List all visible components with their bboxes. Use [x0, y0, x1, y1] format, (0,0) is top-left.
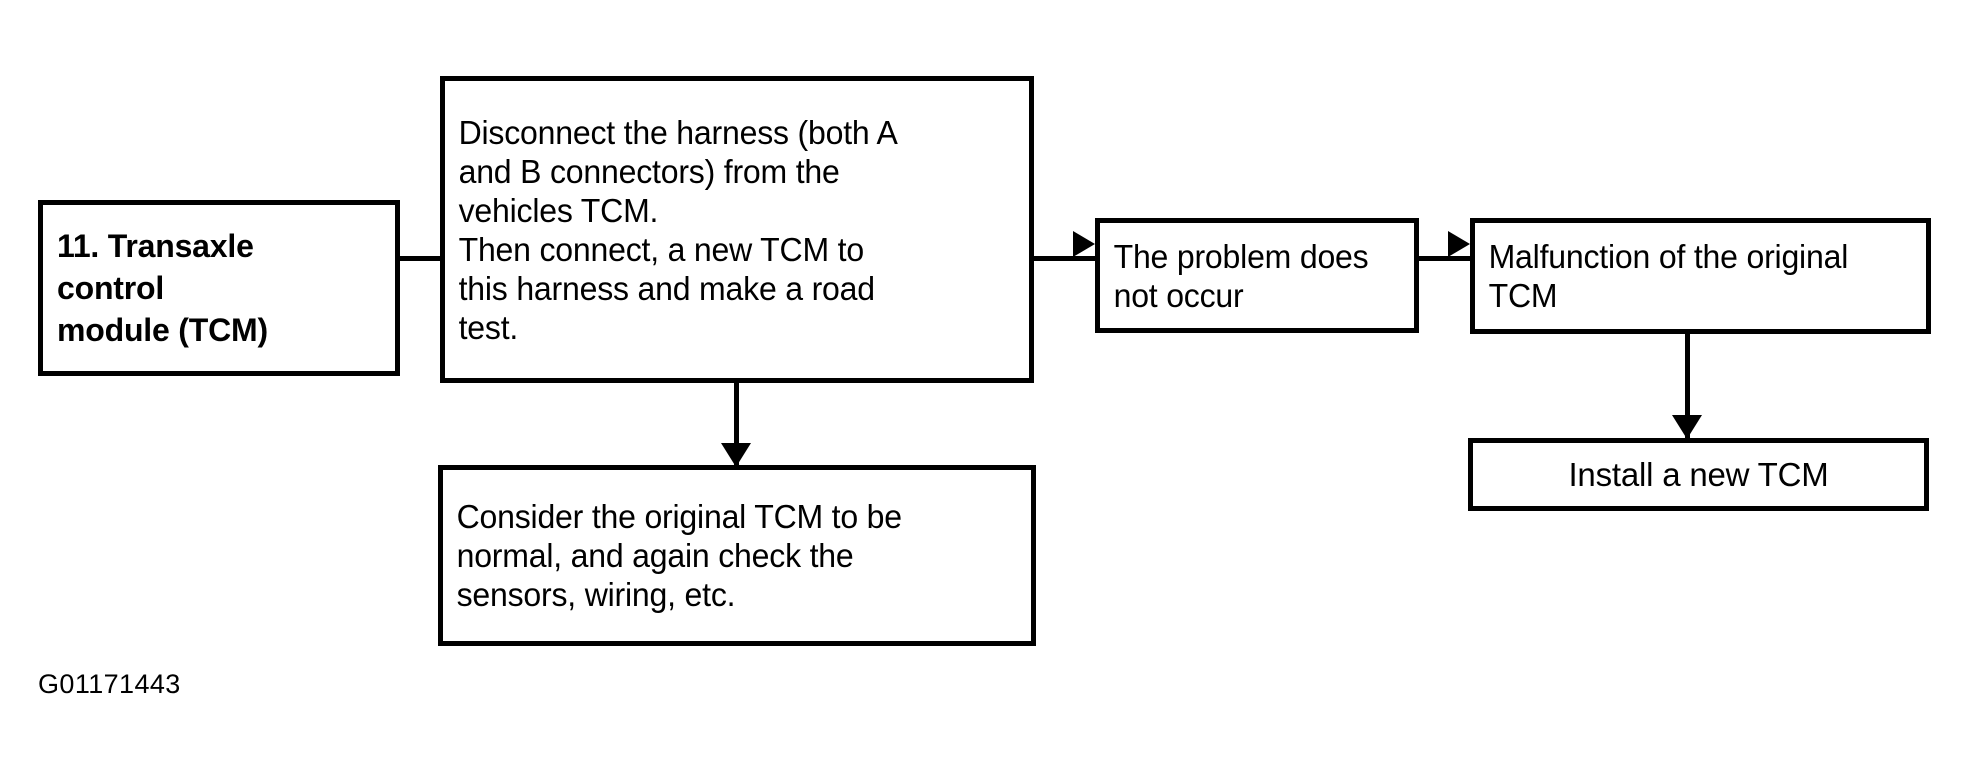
- node-consider-original-tcm-normal-label: Consider the original TCM to be normal, …: [456, 498, 903, 613]
- connector-malfunction-to-install: [1685, 331, 1690, 442]
- connector-disconnect-to-consider: [734, 380, 739, 470]
- node-malfunction-original-tcm-label: Malfunction of the original TCM: [1488, 238, 1849, 314]
- node-install-new-tcm: Install a new TCM: [1468, 438, 1929, 511]
- connector-problem-to-malfunction: [1416, 256, 1472, 261]
- arrowhead-down-icon: [721, 443, 751, 467]
- connector-disconnect-to-problem: [1031, 256, 1097, 261]
- node-problem-does-not-occur: The problem does not occur: [1095, 218, 1419, 333]
- node-disconnect-harness: Disconnect the harness (both A and B con…: [440, 76, 1034, 383]
- node-transaxle-control-module-label: 11. Transaxle control module (TCM): [57, 228, 268, 348]
- node-consider-original-tcm-normal: Consider the original TCM to be normal, …: [438, 465, 1036, 646]
- node-install-new-tcm-label: Install a new TCM: [1568, 456, 1829, 493]
- arrowhead-right-icon: [1448, 231, 1470, 257]
- node-malfunction-original-tcm: Malfunction of the original TCM: [1470, 218, 1931, 334]
- arrowhead-down-icon: [1672, 415, 1702, 439]
- node-transaxle-control-module: 11. Transaxle control module (TCM): [38, 200, 400, 376]
- arrowhead-right-icon: [1073, 231, 1095, 257]
- connector-transaxle-to-disconnect: [398, 256, 442, 261]
- figure-caption: G01171443: [38, 669, 181, 699]
- node-problem-does-not-occur-label: The problem does not occur: [1113, 237, 1369, 314]
- node-disconnect-harness-label: Disconnect the harness (both A and B con…: [458, 113, 898, 346]
